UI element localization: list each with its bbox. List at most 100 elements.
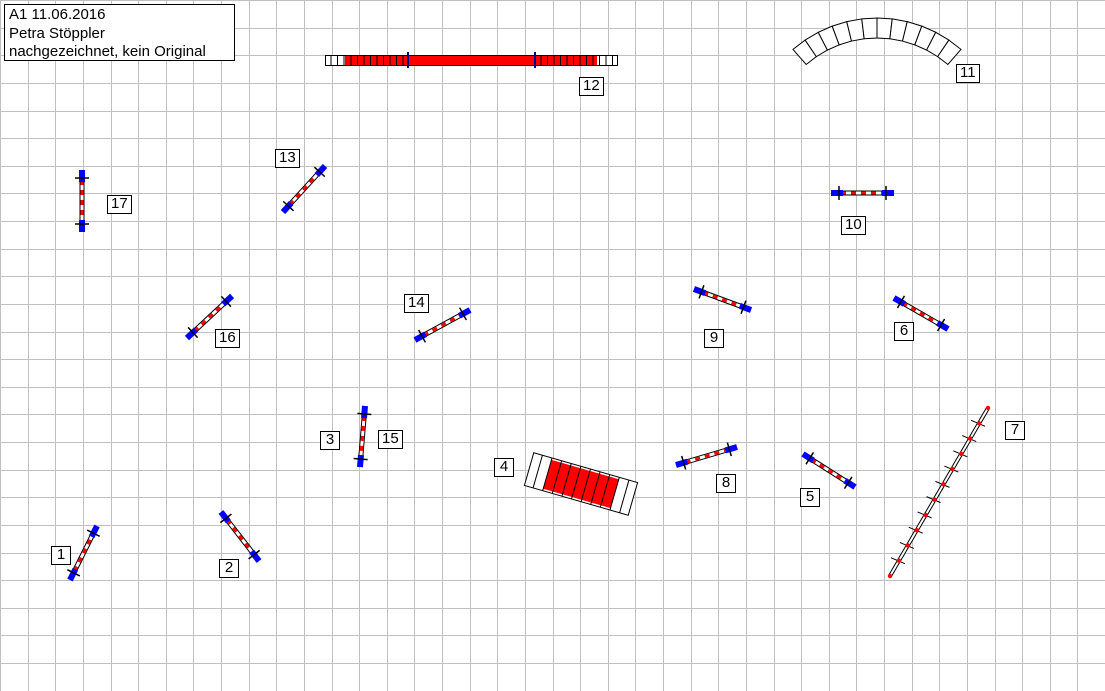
jump-bar-stripes <box>193 301 226 333</box>
jump-pole <box>843 476 853 490</box>
obstacle-number-5[interactable]: 5 <box>800 488 820 507</box>
jump-pole <box>353 457 368 461</box>
jump-bar-stripes <box>73 534 94 572</box>
jump-bar-stripes <box>423 313 462 337</box>
jump-9 <box>692 284 753 315</box>
jump-wing <box>892 295 906 307</box>
obstacle-number-7[interactable]: 7 <box>1005 421 1025 440</box>
weave-pole <box>941 482 946 487</box>
jump-3-15 <box>353 405 372 468</box>
obstacle-number-10[interactable]: 10 <box>841 216 866 235</box>
jump-wing <box>675 458 689 468</box>
judge-name: Petra Stöppler <box>9 24 105 42</box>
weave-pole <box>887 573 893 579</box>
jump-wing <box>936 320 950 332</box>
jump-10 <box>831 186 894 200</box>
chute-4 <box>523 452 639 516</box>
jump-pole <box>698 284 705 299</box>
tunnel-segment <box>936 39 962 66</box>
jump-wing <box>692 286 707 296</box>
weave-pole <box>950 466 955 472</box>
chute-fabric <box>543 459 619 509</box>
chute-rib <box>532 455 543 489</box>
weave-pole <box>959 451 964 457</box>
jump-wing <box>801 451 815 463</box>
jump-wing <box>357 454 364 468</box>
jump-wing <box>280 201 294 215</box>
obstacle-number-12[interactable]: 12 <box>579 77 604 96</box>
jump-pole <box>66 569 81 577</box>
obstacle-number-1[interactable]: 1 <box>51 546 71 565</box>
jump-wing <box>843 478 857 490</box>
jump-wing <box>249 549 262 563</box>
jump-bar-stripes <box>810 458 848 483</box>
jump-pole <box>726 442 733 457</box>
weave-pole <box>967 436 973 441</box>
jump-5 <box>801 451 857 490</box>
jump-pole <box>740 300 747 315</box>
jump-pole <box>680 455 687 470</box>
jump-bar-stripes <box>685 448 728 464</box>
jump-pole <box>458 307 467 321</box>
dogwalk-12 <box>325 52 618 68</box>
obstacle-number-13[interactable]: 13 <box>275 149 300 168</box>
jump-13 <box>280 163 328 215</box>
jump-wing <box>67 567 79 582</box>
jump-bar-stripes <box>288 172 320 206</box>
obstacle-number-17[interactable]: 17 <box>107 195 132 214</box>
obstacle-number-11[interactable]: 11 <box>956 64 980 83</box>
chute-rib <box>551 460 563 494</box>
jump-bar-stripes <box>702 291 743 308</box>
obstacle-number-2[interactable]: 2 <box>219 559 239 578</box>
obstacle-number-3[interactable]: 3 <box>320 431 340 450</box>
obstacle-number-9[interactable]: 9 <box>704 329 724 348</box>
jump-bar-stripes <box>901 301 941 326</box>
course-info-box: A1 11.06.2016 Petra Stöppler nachgezeich… <box>4 4 235 61</box>
jump-wing <box>724 444 738 454</box>
jump-pole <box>805 451 815 465</box>
jump-17 <box>75 170 89 232</box>
jump-wing <box>413 331 427 343</box>
jump-pole <box>248 549 261 560</box>
chute-rib <box>619 479 630 513</box>
jump-8 <box>675 442 738 470</box>
jump-wing <box>218 510 231 524</box>
obstacle-number-4[interactable]: 4 <box>494 458 514 477</box>
jump-pole <box>313 166 326 178</box>
obstacles <box>66 17 991 582</box>
jump-wing <box>184 327 198 341</box>
jump-1 <box>66 524 101 582</box>
tunnel-11 <box>792 17 962 66</box>
chute-rib <box>561 463 572 497</box>
obstacle-number-14[interactable]: 14 <box>404 294 429 313</box>
chute-rib <box>580 468 591 502</box>
jump-pole <box>86 529 101 537</box>
jump-wing <box>88 524 100 539</box>
course-title: A1 11.06.2016 <box>9 6 106 23</box>
jump-wing <box>221 293 235 307</box>
weave-pole <box>976 421 982 426</box>
obstacle-number-16[interactable]: 16 <box>215 329 240 348</box>
dogwalk-contact <box>345 56 597 65</box>
obstacle-number-6[interactable]: 6 <box>894 322 914 341</box>
jump-bar-stripes <box>225 518 255 555</box>
course-note: nachgezeichnet, kein Original <box>9 43 206 60</box>
jump-pole <box>187 326 199 339</box>
weave-base <box>889 407 989 577</box>
jump-wing <box>314 163 328 177</box>
weave-pole <box>896 558 902 563</box>
chute-rib <box>542 457 553 491</box>
jump-14 <box>413 307 472 343</box>
obstacle-number-8[interactable]: 8 <box>716 474 736 493</box>
jump-pole <box>220 295 232 308</box>
weave-pole <box>985 405 991 411</box>
jump-pole <box>282 200 295 212</box>
chute-rib <box>599 474 611 508</box>
obstacle-number-15[interactable]: 15 <box>378 430 403 449</box>
jump-pole <box>357 412 372 416</box>
chute-rib <box>571 466 582 500</box>
jump-pole <box>418 329 427 343</box>
jump-pole <box>896 295 906 309</box>
jump-2 <box>218 510 262 563</box>
